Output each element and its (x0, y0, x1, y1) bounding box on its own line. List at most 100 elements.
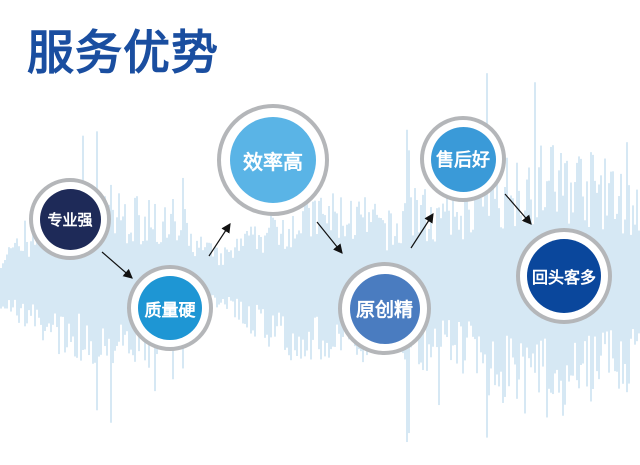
wave-bar (470, 232, 472, 326)
wave-bar (308, 207, 310, 332)
wave-bar (102, 222, 104, 329)
wave-bar (120, 220, 122, 325)
wave-bar (224, 247, 226, 305)
wave-bar (248, 235, 250, 307)
wave-bar (42, 245, 44, 341)
wave-bar (484, 174, 486, 355)
wave-bar (620, 173, 622, 342)
wave-bar (62, 222, 64, 317)
wave-bar (52, 237, 54, 325)
arrow-3 (316, 221, 343, 254)
wave-bar (506, 157, 508, 336)
wave-bar (272, 217, 274, 316)
wave-bar (326, 223, 328, 343)
wave-bar (338, 237, 340, 334)
wave-bar (90, 207, 92, 342)
wave-bar (208, 242, 210, 299)
wave-bar (258, 235, 260, 310)
wave-bar (340, 197, 342, 351)
wave-bar (638, 230, 640, 334)
wave-bar (268, 227, 270, 347)
wave-bar (292, 216, 294, 334)
wave-bar (38, 245, 40, 318)
wave-bar (228, 251, 230, 297)
wave-bar (34, 244, 36, 327)
wave-bar (502, 228, 504, 403)
wave-bar (500, 227, 502, 372)
wave-bar (230, 250, 232, 301)
wave-bar (96, 131, 98, 411)
node-label: 专业强 (47, 210, 93, 229)
wave-bar (460, 215, 462, 327)
node-original-circle: 原创精 (349, 273, 420, 344)
wave-bar (428, 229, 430, 345)
wave-bar (316, 234, 318, 317)
wave-bar (260, 236, 262, 314)
wave-bar (444, 211, 446, 335)
wave-bar (114, 233, 116, 351)
node-repeat-customers: 回头客多 (516, 228, 612, 324)
wave-bar (328, 206, 330, 358)
wave-bar (346, 224, 348, 321)
wave-bar (290, 247, 292, 361)
wave-bar (218, 265, 220, 305)
node-original: 原创精 (338, 262, 431, 355)
wave-bar (494, 198, 496, 386)
wave-bar (610, 171, 612, 331)
wave-bar (300, 233, 302, 359)
wave-bar (514, 226, 516, 365)
wave-bar (78, 221, 80, 314)
wave-bar (364, 197, 366, 316)
wave-bar (282, 220, 284, 317)
wave-bar (106, 210, 108, 356)
wave-bar (2, 263, 4, 307)
wave-bar (472, 229, 474, 337)
wave-bar (50, 241, 52, 333)
wave-bar (86, 233, 88, 326)
wave-bar (334, 211, 336, 347)
wave-bar (226, 249, 228, 309)
wave-bar (304, 203, 306, 357)
node-efficiency: 效率高 (217, 104, 329, 216)
node-label: 原创精 (355, 299, 413, 321)
wave-bar (336, 213, 338, 325)
wave-bar (486, 73, 488, 438)
node-quality: 质量硬 (127, 265, 213, 351)
wave-bar (212, 256, 214, 296)
wave-bar (322, 213, 324, 341)
wave-bar (84, 216, 86, 350)
wave-bar (324, 215, 326, 357)
wave-bar (234, 247, 236, 318)
wave-bar (242, 245, 244, 324)
wave-bar (446, 195, 448, 338)
wave-bar (66, 205, 68, 348)
arrow-5 (504, 193, 532, 225)
wave-bar (216, 247, 218, 308)
wave-bar (288, 228, 290, 356)
page-title: 服务优势 (27, 26, 219, 81)
wave-bar (270, 212, 272, 338)
wave-bar (466, 187, 468, 338)
wave-bar (438, 207, 440, 406)
wave-bar (424, 189, 426, 322)
wave-bar (302, 211, 304, 340)
wave-bar (274, 219, 276, 337)
wave-bar (12, 247, 14, 308)
wave-bar (630, 234, 632, 339)
wave-bar (100, 230, 102, 355)
wave-bar (450, 234, 452, 361)
wave-bar (214, 247, 216, 298)
wave-bar (94, 208, 96, 363)
wave-bar (612, 171, 614, 359)
wave-bar (628, 185, 630, 384)
wave-bar (254, 226, 256, 337)
wave-bar (58, 246, 60, 355)
wave-bar (210, 243, 212, 296)
wave-bar (18, 246, 20, 323)
wave-bar (626, 142, 628, 393)
wave-bar (534, 82, 536, 373)
wave-bar (30, 241, 32, 316)
wave-bar (56, 247, 58, 328)
wave-bar (26, 241, 28, 324)
